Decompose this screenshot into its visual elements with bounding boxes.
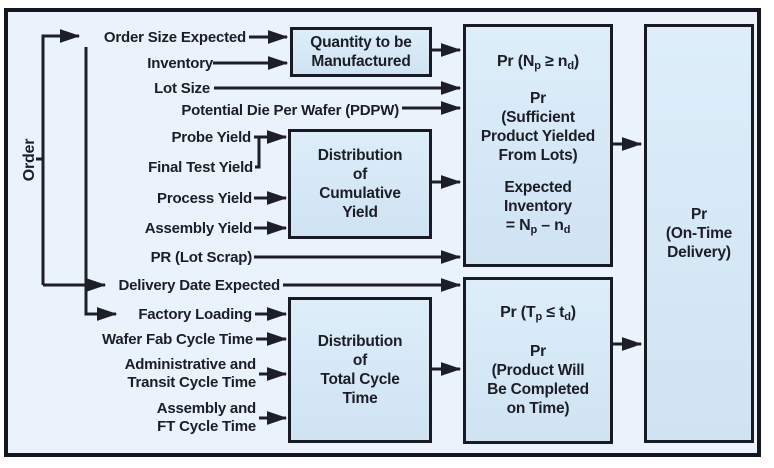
prob-sufficient-product-box: Pr (Np ≥ nd) Pr (Sufficient Product Yiel… (463, 24, 613, 267)
formula-np-minus-nd: = Np – nd (505, 216, 571, 236)
formula-tp-le-td: Pr (Tp ≤ td) (500, 303, 576, 327)
completed-on-time-text: Pr (Product Will Be Completed on Time) (487, 343, 589, 417)
formula-text: Pr (T (500, 304, 536, 321)
input-label-pr-lot-scrap: PR (Lot Scrap) (150, 249, 253, 266)
order-branch-to-order-size-arrow (41, 29, 81, 285)
expected-inventory-lines: Expected Inventory (504, 178, 572, 215)
quantity-box-text: Quantity to be Manufactured (310, 34, 412, 70)
final-test-yield-join-line (255, 138, 261, 169)
formula-text: Pr (N (496, 52, 535, 70)
formula-text: = N (505, 216, 531, 234)
expected-inventory-text: Expected Inventory= Np – nd (504, 178, 572, 240)
formula-sub-p: p (530, 223, 537, 236)
input-label-assembly-ft-cycle: Assembly and FT Cycle Time (156, 400, 257, 435)
input-label-final-test-yield: Final Test Yield (148, 159, 253, 176)
input-label-assembly-yield: Assembly Yield (144, 220, 252, 237)
formula-text: ≥ n (540, 52, 568, 70)
input-label-factory-loading: Factory Loading (138, 306, 252, 323)
total-cycle-box-text: Distribution of Total Cycle Time (317, 333, 403, 407)
distribution-total-cycle-time-box: Distribution of Total Cycle Time (288, 297, 432, 443)
formula-sub-p: p (535, 311, 543, 323)
formula-text: ) (570, 304, 576, 321)
input-label-probe-yield: Probe Yield (171, 129, 252, 146)
on-time-delivery-text: Pr (On-Time Delivery) (665, 206, 733, 261)
formula-text: – n (536, 216, 564, 234)
distribution-cumulative-yield-box: Distribution of Cumulative Yield (288, 129, 432, 239)
prob-on-time-delivery-box: Pr (On-Time Delivery) (644, 24, 754, 443)
formula-sub-d: d (567, 59, 574, 72)
order-size-to-factory-loading-arrow (84, 47, 118, 321)
input-label-admin-transit-cycle: Administrative and Transit Cycle Time (124, 356, 257, 391)
input-label-inventory: Inventory (147, 55, 213, 72)
input-label-lot-size: Lot Size (154, 80, 210, 97)
formula-sub-d: d (564, 311, 571, 323)
input-label-wafer-fab-cycle: Wafer Fab Cycle Time (101, 331, 253, 348)
sufficient-product-text: Pr (Sufficient Product Yielded From Lots… (480, 89, 596, 164)
formula-text: ≤ t (542, 304, 565, 321)
formula-sub-p: p (534, 59, 541, 72)
formula-np-ge-nd: Pr (Np ≥ nd) (497, 52, 579, 76)
prob-completed-on-time-box: Pr (Tp ≤ td) Pr (Product Will Be Complet… (463, 277, 613, 444)
input-label-pdpw: Potential Die Per Wafer (PDPW) (181, 102, 399, 119)
formula-sub-d: d (563, 223, 571, 236)
formula-text: ) (573, 52, 580, 70)
cumulative-yield-box-text: Distribution of Cumulative Yield (317, 147, 403, 221)
input-label-order-size-expected: Order Size Expected (103, 29, 246, 46)
order-rotated-label: Order (21, 138, 38, 182)
input-label-delivery-date: Delivery Date Expected (118, 277, 280, 294)
quantity-to-be-manufactured-box: Quantity to be Manufactured (290, 27, 432, 77)
input-label-process-yield: Process Yield (157, 190, 252, 207)
